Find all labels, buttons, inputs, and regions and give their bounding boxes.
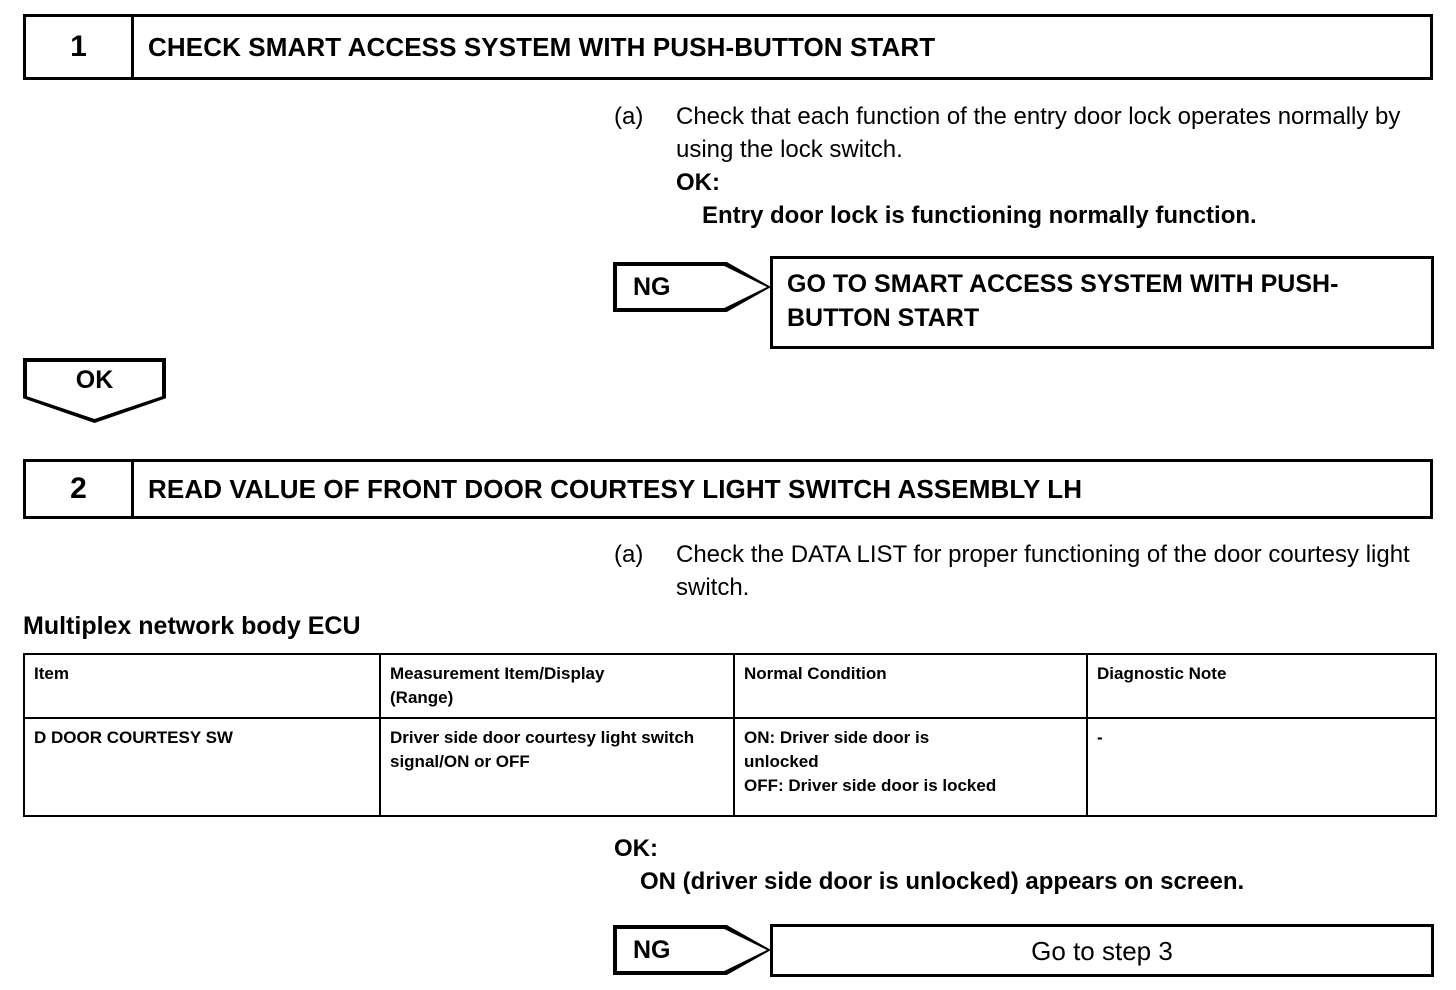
data-list-table: Item Measurement Item/Display (Range) No… (23, 653, 1437, 817)
step-1-procedure-text: Check that each function of the entry do… (676, 103, 1401, 163)
step-2-ng-label: NG (633, 935, 671, 964)
step-1-header: 1 CHECK SMART ACCESS SYSTEM WITH PUSH-BU… (23, 14, 1433, 80)
step-1-ok-arrow: OK (23, 358, 166, 423)
step-2-ng-target-box: Go to step 3 (770, 924, 1434, 977)
table-cell-normal-condition-line1: ON: Driver side door is (744, 728, 930, 747)
step-1-ng-target-box: GO TO SMART ACCESS SYSTEM WITH PUSH-BUTT… (770, 256, 1434, 349)
step-2-ok-result: OK: ON (driver side door is unlocked) ap… (614, 832, 1439, 898)
table-cell-item: D DOOR COURTESY SW (23, 717, 381, 817)
step-1-ok-arrow-label: OK (75, 366, 114, 394)
step-1-procedure-marker: (a) (614, 103, 644, 130)
table-row: D DOOR COURTESY SW Driver side door cour… (23, 717, 1437, 817)
table-cell-normal-condition-line2: unlocked (744, 752, 819, 771)
table-header-item: Item (23, 653, 381, 719)
step-1-procedure: (a) Check that each function of the entr… (614, 100, 1439, 232)
table-cell-normal-condition-line3: OFF: Driver side door is locked (744, 776, 997, 795)
table-header-measurement-line1: Measurement Item/Display (390, 664, 605, 683)
table-header-measurement: Measurement Item/Display (Range) (379, 653, 735, 719)
data-list-heading: Multiplex network body ECU (23, 612, 361, 640)
table-header-normal-condition: Normal Condition (733, 653, 1088, 719)
step-1-title: CHECK SMART ACCESS SYSTEM WITH PUSH-BUTT… (148, 31, 936, 62)
step-2-number: 2 (26, 462, 134, 516)
step-1-ok-label: OK: (676, 169, 720, 196)
step-1-ng-arrow: NG (613, 262, 771, 312)
table-header-row: Item Measurement Item/Display (Range) No… (23, 653, 1437, 719)
step-2-procedure-marker: (a) (614, 541, 644, 568)
step-1-ng-target-text: GO TO SMART ACCESS SYSTEM WITH PUSH-BUTT… (787, 270, 1339, 332)
step-1-ng-label: NG (633, 272, 671, 301)
step-1-number: 1 (26, 17, 134, 77)
step-1-ok-value: Entry door lock is functioning normally … (702, 202, 1257, 229)
table-header-measurement-line2: (Range) (390, 688, 454, 707)
step-2-procedure: (a) Check the DATA LIST for proper funct… (614, 538, 1439, 604)
step-2-ng-arrow: NG (613, 925, 771, 975)
table-cell-diagnostic-note: - (1086, 717, 1437, 817)
step-2-ok-value: ON (driver side door is unlocked) appear… (640, 868, 1245, 895)
step-2-header: 2 READ VALUE OF FRONT DOOR COURTESY LIGH… (23, 459, 1433, 519)
step-2-ok-label: OK: (614, 835, 658, 862)
step-2-ng-target-text: Go to step 3 (1031, 935, 1173, 966)
table-cell-measurement: Driver side door courtesy light switch s… (379, 717, 735, 817)
step-2-title: READ VALUE OF FRONT DOOR COURTESY LIGHT … (148, 473, 1083, 504)
table-cell-normal-condition: ON: Driver side door is unlocked OFF: Dr… (733, 717, 1088, 817)
table-header-diagnostic-note: Diagnostic Note (1086, 653, 1437, 719)
step-2-procedure-text: Check the DATA LIST for proper functioni… (676, 541, 1410, 601)
